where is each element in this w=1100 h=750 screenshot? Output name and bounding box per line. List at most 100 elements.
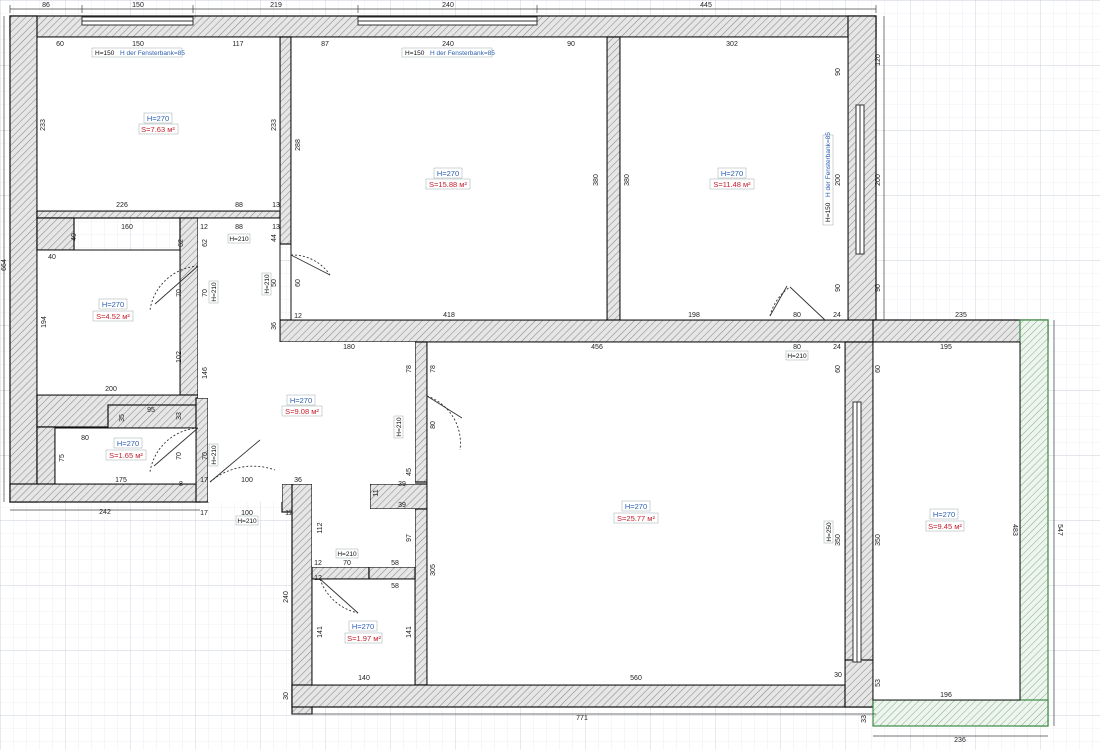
- dim-label: 58: [391, 583, 399, 590]
- window-3-sill: H der Fensterbank=85: [825, 132, 832, 197]
- dim-bottom-236: 236: [954, 737, 966, 744]
- balcony-outer-wall: [872, 319, 1049, 727]
- room-2-floor: [290, 36, 608, 321]
- inner-dimension-labels: 60 150 117 233 233 226 88 13 87 240 90 2…: [40, 41, 1018, 723]
- dim-label: 175: [115, 477, 127, 484]
- room-floors: [36, 36, 1021, 701]
- room-4-area: S=4.52 м²: [96, 312, 130, 321]
- room-2-height: H=270: [437, 169, 459, 178]
- dim-label: 80: [81, 435, 89, 442]
- dim-label: 17: [200, 477, 208, 484]
- window-2-sill: H der Fensterbank=85: [430, 50, 495, 57]
- dim-label: 24: [833, 312, 841, 319]
- dim-label: 233: [40, 119, 47, 131]
- dim-label: 196: [940, 692, 952, 699]
- dim-label: 87: [321, 41, 329, 48]
- dim-label: 88: [235, 224, 243, 231]
- dim-label: 88: [235, 202, 243, 209]
- dim-label: 17: [200, 510, 208, 517]
- dim-label: 483: [1011, 524, 1018, 536]
- room-2-area: S=15.88 м²: [429, 180, 467, 189]
- main-room-area: S=25.77 м²: [617, 514, 655, 523]
- dim-label: 95: [147, 407, 155, 414]
- dim-label: 30: [834, 672, 842, 679]
- bath-height: H=270: [352, 622, 374, 631]
- dim-label: 58: [391, 560, 399, 567]
- dim-label: 80: [793, 312, 801, 319]
- dim-label: 70: [176, 289, 183, 297]
- dim-label: 380: [593, 174, 600, 186]
- window-1-sill: H der Fensterbank=85: [120, 50, 185, 57]
- dim-label: 12: [294, 313, 302, 320]
- dim-label: 195: [940, 344, 952, 351]
- dim-label: 78: [430, 365, 437, 373]
- dim-label: 380: [624, 174, 631, 186]
- dim-label: 30: [283, 692, 290, 700]
- window-1-height: H=150: [95, 50, 115, 57]
- bath-area: S=1.97 м²: [347, 634, 381, 643]
- window-2-height: H=150: [405, 50, 425, 57]
- dimension-lines: [3, 5, 1055, 737]
- door-3-height: H=210: [211, 282, 218, 302]
- windows: [81, 16, 865, 663]
- dim-label: 198: [688, 312, 700, 319]
- dim-top-445: 445: [700, 2, 712, 9]
- door-2-height: H=210: [264, 274, 271, 294]
- dim-label: 39: [398, 502, 406, 509]
- dim-label: 36: [294, 477, 302, 484]
- dim-left-664: 664: [1, 259, 8, 271]
- dim-bottom-242: 242: [99, 509, 111, 516]
- dim-label: 560: [630, 675, 642, 682]
- dim-label: 53: [875, 679, 882, 687]
- dim-top-86: 86: [42, 2, 50, 9]
- door-1-height: H=210: [229, 236, 249, 243]
- external-dimension-labels: 86 150 219 240 445 664 242 771 236 547 1…: [1, 2, 1063, 744]
- dim-label: 146: [202, 367, 209, 379]
- dim-top-240: 240: [442, 2, 454, 9]
- dim-right-547: 547: [1056, 524, 1063, 536]
- dim-label: 233: [271, 119, 278, 131]
- dim-label: 12: [314, 560, 322, 567]
- dim-bottom-771: 771: [576, 715, 588, 722]
- dim-label: 75: [59, 454, 66, 462]
- dim-label: 60: [56, 41, 64, 48]
- dim-right-120: 120: [875, 54, 882, 66]
- dim-label: 60: [295, 279, 302, 287]
- room-3-height: H=270: [721, 169, 743, 178]
- dim-label: 33: [176, 412, 183, 420]
- doors: [149, 254, 826, 614]
- room-1-area: S=7.63 м²: [141, 125, 175, 134]
- dim-right-90: 90: [875, 284, 882, 292]
- dim-label: 33: [861, 715, 868, 723]
- dim-label: 60: [875, 365, 882, 373]
- dim-top-150: 150: [132, 2, 144, 9]
- dim-label: 40: [48, 254, 56, 261]
- dim-label: 90: [835, 68, 842, 76]
- door-balcony-height: H=250: [826, 522, 833, 542]
- dim-label: 8: [179, 481, 183, 488]
- dim-label: 112: [317, 522, 324, 533]
- room-4-height: H=270: [102, 300, 124, 309]
- main-room-height: H=270: [625, 502, 647, 511]
- room-3-floor: [619, 36, 849, 321]
- dim-label: 141: [317, 626, 324, 638]
- dim-label: 240: [442, 41, 454, 48]
- dim-label: 180: [343, 344, 355, 351]
- dim-label: 50: [271, 279, 278, 287]
- dim-label: 100: [241, 477, 253, 484]
- dim-label: 80: [430, 421, 437, 429]
- dim-label: 200: [105, 386, 117, 393]
- dim-label: 235: [955, 312, 967, 319]
- dim-label: 60: [835, 365, 842, 373]
- dim-top-219: 219: [270, 2, 282, 9]
- door-6-height: H=210: [396, 417, 403, 437]
- dim-label: 44: [271, 234, 278, 242]
- dim-label: 70: [202, 452, 209, 460]
- dim-label: 240: [283, 591, 290, 603]
- dim-right-200: 200: [875, 174, 882, 186]
- dim-label: 36: [271, 322, 278, 330]
- hall-floor: [198, 218, 415, 567]
- dim-label: 13: [272, 202, 280, 209]
- dim-label: 13: [272, 224, 280, 231]
- door-bath-height: H=210: [337, 551, 357, 558]
